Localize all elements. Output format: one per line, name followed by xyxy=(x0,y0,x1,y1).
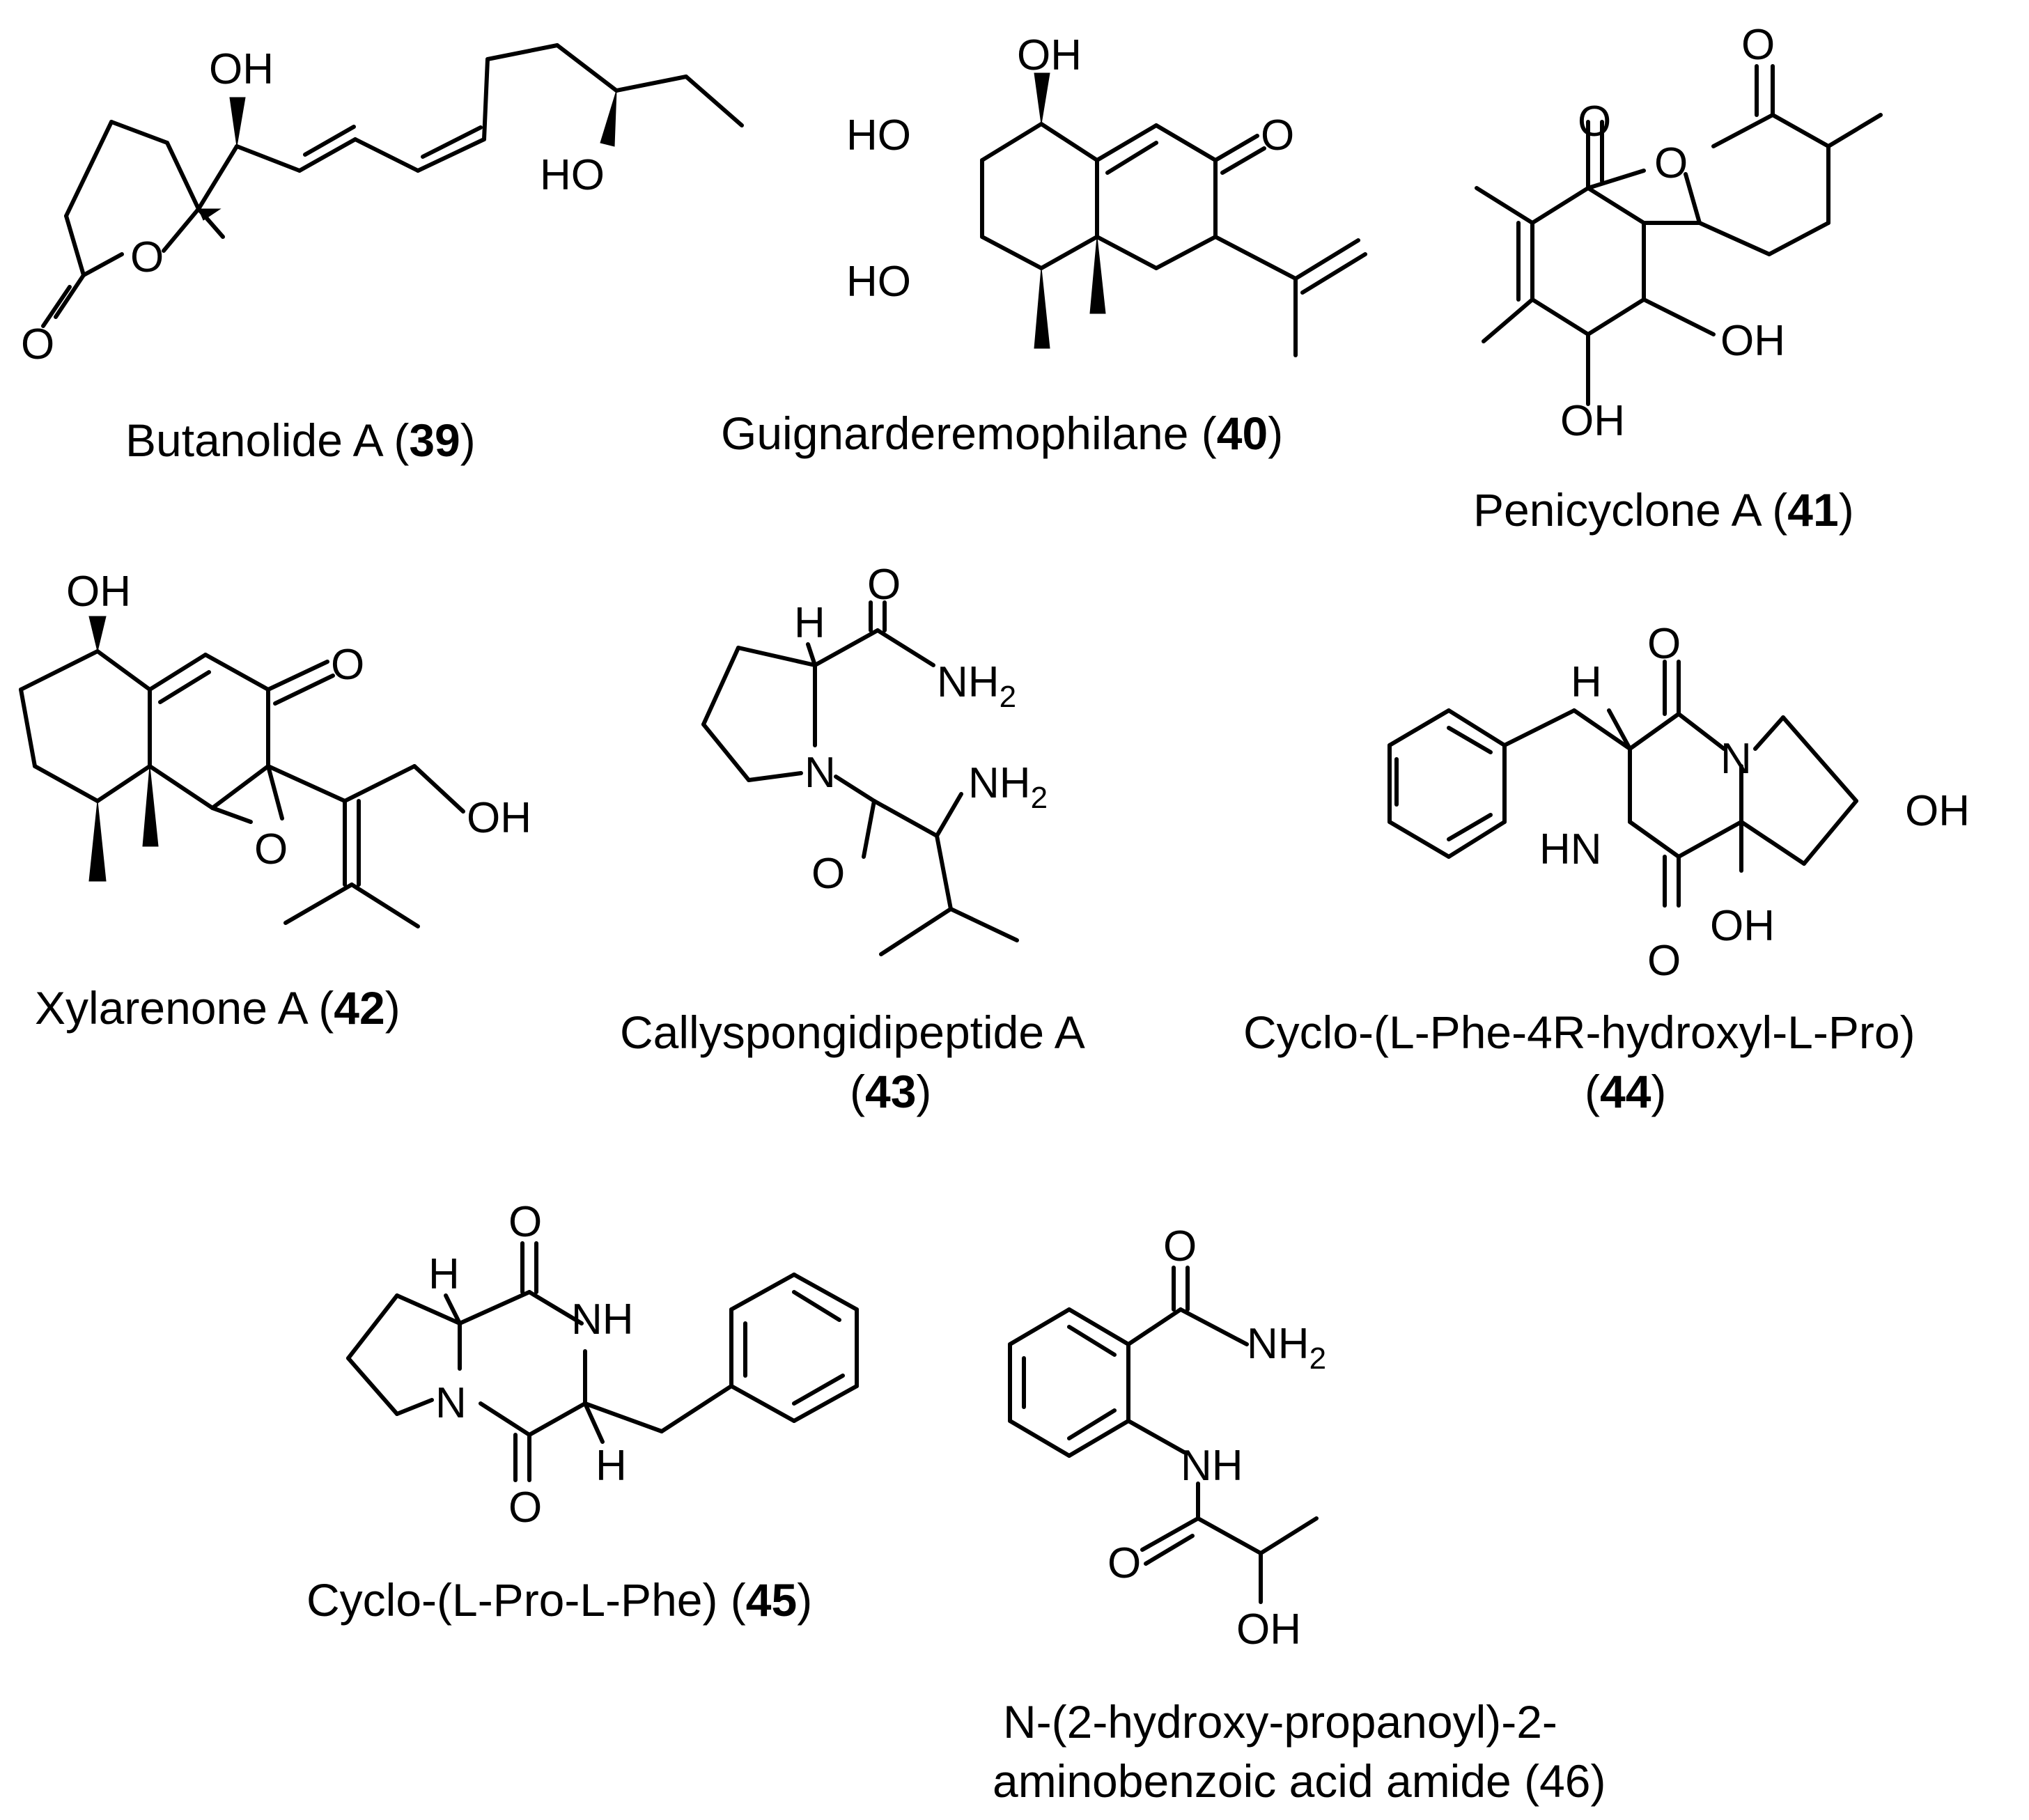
compound-39-caption: Butanolide A (39) xyxy=(125,414,476,466)
compound-46-structure xyxy=(1008,1266,1319,1604)
compound-40-caption: Guignarderemophilane (40) xyxy=(721,407,1283,459)
compound-44-n-label: N xyxy=(1720,735,1752,783)
compound-41-oh-bottom-label: OH xyxy=(1560,397,1625,445)
compound-41-lactone-o-label: O xyxy=(1654,139,1688,187)
compound-41-structure xyxy=(1475,64,1883,406)
compound-39-structure xyxy=(41,43,744,328)
compound-46-o-left-label: O xyxy=(1107,1539,1141,1587)
compound-44-o-top-label: O xyxy=(1647,620,1681,668)
compound-42-ketone-o-label: O xyxy=(331,641,364,689)
compound-40-structure xyxy=(980,72,1367,357)
compound-43-carbonyl-o-label: O xyxy=(811,850,845,898)
compound-46-o-top-label: O xyxy=(1163,1222,1197,1270)
compound-44-structure xyxy=(1387,660,1858,908)
compound-45-caption: Cyclo-(L-Pro-L-Phe) (45) xyxy=(306,1574,812,1626)
compound-46-caption-line1: N-(2-hydroxy-propanoyl)-2- xyxy=(1003,1696,1557,1748)
compound-39-ho-label: HO xyxy=(540,151,605,199)
compound-40-ho-2-label: HO xyxy=(846,258,911,306)
compound-43-caption-line2: (43) xyxy=(850,1066,931,1117)
compound-39-ring-o-label: O xyxy=(130,233,164,281)
compound-45-h-top-label: H xyxy=(428,1250,460,1298)
compound-41-caption: Penicyclone A (41) xyxy=(1473,484,1854,536)
compound-40-ho-1-label: HO xyxy=(846,111,911,160)
compound-44-oh-bottom-label: OH xyxy=(1710,902,1775,950)
compound-45-n-label: N xyxy=(435,1379,467,1427)
compound-44-hn-label: HN xyxy=(1539,825,1602,873)
compound-46-oh-label: OH xyxy=(1236,1605,1301,1654)
compound-44-o-bottom-label: O xyxy=(1647,937,1681,985)
compound-42-oh-top-label: OH xyxy=(66,568,131,616)
compound-39-oh-label: OH xyxy=(209,45,274,93)
compound-45-o-top-label: O xyxy=(508,1198,542,1246)
compound-43-caption-line1: Callyspongidipeptide A xyxy=(620,1006,1085,1058)
compound-43-h-label: H xyxy=(794,599,825,647)
compound-42-epoxide-o-label: O xyxy=(254,825,288,873)
compound-46-nh2-label: NH2 xyxy=(1247,1320,1326,1376)
compound-42-caption: Xylarenone A (42) xyxy=(35,982,401,1034)
compound-42-oh-right-label: OH xyxy=(467,794,531,842)
compound-43-structure xyxy=(701,600,1019,956)
compound-43-nh2-mid-label: NH2 xyxy=(968,759,1048,815)
compound-41-lactone-o-top-label: O xyxy=(1741,21,1775,69)
compound-43-carbonyl-o-top-label: O xyxy=(867,561,901,609)
compound-45-structure xyxy=(346,1241,859,1482)
compound-39-carbonyl-o-label: O xyxy=(21,320,54,368)
compound-41-oh-right-label: OH xyxy=(1720,317,1785,365)
compound-46-caption-line2: aminobenzoic acid amide (46) xyxy=(993,1755,1606,1807)
compound-43-n-label: N xyxy=(804,749,836,797)
compound-46-nh-label: NH xyxy=(1181,1442,1243,1490)
compound-41-ketone-o-label: O xyxy=(1578,98,1611,146)
compound-44-oh-right-label: OH xyxy=(1905,787,1970,835)
compound-45-o-bottom-label: O xyxy=(508,1484,542,1532)
compound-44-h-label: H xyxy=(1571,658,1602,706)
compound-45-nh-label: NH xyxy=(571,1296,634,1344)
compound-40-ketone-o-label: O xyxy=(1261,111,1294,160)
compound-40-oh-label: OH xyxy=(1017,31,1082,79)
compound-45-h-bottom-label: H xyxy=(596,1442,627,1490)
compound-44-caption-line2: (44) xyxy=(1585,1066,1666,1117)
compound-43-nh2-top-label: NH2 xyxy=(937,658,1016,714)
compound-42-structure xyxy=(19,616,465,928)
compound-44-caption-line1: Cyclo-(L-Phe-4R-hydroxyl-L-Pro) xyxy=(1243,1006,1915,1058)
